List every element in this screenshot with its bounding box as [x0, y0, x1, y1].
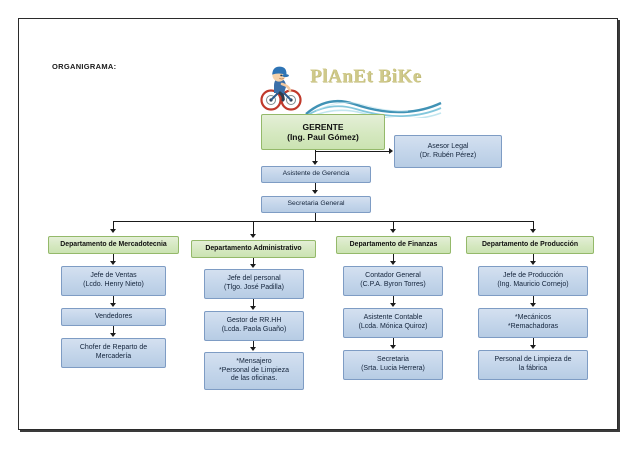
arrow-bus-drop-1: [110, 229, 116, 233]
node-mecanicos-remachadoras[interactable]: *Mecánicos *Remachadoras: [478, 308, 588, 338]
node-line-1: (Lcda. Paola Guaño): [221, 326, 287, 333]
node-line-1: Mercadería: [95, 353, 132, 360]
node-secretaria-general[interactable]: Secretaria General: [261, 196, 371, 213]
node-jefe-del-personal[interactable]: Jefe del personal (Tlgo. José Padilla): [204, 269, 304, 299]
node-gestor-de-rrhh[interactable]: Gestor de RR.HH (Lcda. Paola Guaño): [204, 311, 304, 341]
arrow-dept4-item1-to-item2: [530, 303, 536, 307]
node-jefe-de-ventas[interactable]: Jefe de Ventas (Lcdo. Henry Nieto): [61, 266, 166, 296]
node-vendedores[interactable]: Vendedores: [61, 308, 166, 326]
node-gerente-line-1: (Ing. Paul Gómez): [287, 132, 359, 142]
node-line-0: Jefe del personal: [227, 275, 281, 283]
connector-dept2-item1-to-item2: [253, 299, 254, 307]
cyclist-logo-icon: [260, 66, 302, 111]
connector-bus-drop-4: [533, 221, 534, 230]
node-asesor-legal-line-1: (Dr. Rubén Pérez): [419, 151, 477, 159]
node-secretaria-finanzas[interactable]: Secretaria (Srta. Lucia Herrera): [343, 350, 443, 380]
connector-dept2-to-item1: [253, 258, 254, 265]
node-mensajero-limpieza-oficinas[interactable]: *Mensajero *Personal de Limpieza de las …: [204, 352, 304, 390]
node-secretaria-general-label: Secretaria General: [287, 200, 345, 208]
node-asistente-gerencia[interactable]: Asistente de Gerencia: [261, 166, 371, 183]
arrow-dept2-to-item1: [250, 264, 256, 268]
connector-bus-drop-2: [253, 221, 254, 235]
connector-dept3-item1-to-item2: [393, 296, 394, 304]
arrow-dept1-item1-to-item2: [110, 303, 116, 307]
page-title: ORGANIGRAMA:: [52, 62, 117, 71]
connector-asistente-to-secretaria: [315, 183, 316, 191]
node-line-1: (Srta. Lucia Herrera): [361, 365, 425, 372]
department-header-label: Departamento de Producción: [481, 240, 579, 248]
node-gerente[interactable]: GERENTE (Ing. Paul Gómez): [261, 114, 385, 150]
node-line-1: (Lcda. Mónica Quiroz): [358, 323, 428, 330]
node-asistente-gerencia-label: Asistente de Gerencia: [282, 170, 350, 178]
department-header-produccion[interactable]: Departamento de Producción: [466, 236, 594, 254]
node-line-0: Chofer de Reparto de: [79, 344, 148, 352]
connector-dept4-item2-to-item3: [533, 338, 534, 346]
arrow-asistente-to-secretaria: [312, 190, 318, 194]
connector-gerente-to-asesor: [315, 151, 389, 152]
connector-dept3-to-item1: [393, 254, 394, 262]
arrow-bus-drop-4: [530, 229, 536, 233]
node-contador-general[interactable]: Contador General (C.P.A. Byron Torres): [343, 266, 443, 296]
node-jefe-de-produccion[interactable]: Jefe de Producción (Ing. Mauricio Cornej…: [478, 266, 588, 296]
arrow-dept3-item1-to-item2: [390, 303, 396, 307]
node-line-1: (Lcdo. Henry Nieto): [83, 281, 144, 288]
arrow-gerente-to-asistente: [312, 161, 318, 165]
connector-bus-drop-3: [393, 221, 394, 230]
node-line-1: *Personal de Limpieza: [218, 366, 290, 374]
node-line-0: Secretaria: [377, 356, 409, 364]
arrow-dept2-item1-to-item2: [250, 306, 256, 310]
node-asistente-contable[interactable]: Asistente Contable (Lcda. Mónica Quiroz): [343, 308, 443, 338]
arrow-dept3-item2-to-item3: [390, 345, 396, 349]
connector-dept1-item1-to-item2: [113, 296, 114, 304]
arrow-dept4-to-item1: [530, 261, 536, 265]
node-line-0: Jefe de Producción: [503, 272, 563, 280]
node-line-0: *Mensajero: [236, 358, 272, 366]
connector-bus-drop-1: [113, 221, 114, 230]
arrow-dept1-to-item1: [110, 261, 116, 265]
department-header-finanzas[interactable]: Departamento de Finanzas: [336, 236, 451, 254]
company-logo: PlAnEt BiKe: [258, 64, 443, 118]
node-line-0: Jefe de Ventas: [90, 272, 137, 280]
arrow-bus-drop-3: [390, 229, 396, 233]
node-line-0: *Mecánicos: [514, 314, 552, 322]
node-line-1: (Ing. Mauricio Cornejo): [497, 281, 569, 288]
connector-dept2-item2-to-item3: [253, 341, 254, 348]
arrow-dept2-item2-to-item3: [250, 347, 256, 351]
node-line-1: (Tlgo. José Padilla): [224, 284, 284, 291]
connector-dept4-item1-to-item2: [533, 296, 534, 304]
department-header-administrativo[interactable]: Departamento Administrativo: [191, 240, 316, 258]
node-chofer-de-reparto[interactable]: Chofer de Reparto de Mercadería: [61, 338, 166, 368]
node-gerente-line-0: GERENTE: [302, 121, 344, 132]
connector-dept3-item2-to-item3: [393, 338, 394, 346]
arrow-dept4-item2-to-item3: [530, 345, 536, 349]
node-line-0: Contador General: [365, 272, 421, 280]
node-line-2: de las oficinas.: [230, 375, 278, 383]
node-line-1: *Remachadoras: [507, 323, 559, 330]
node-asesor-legal[interactable]: Asesor Legal (Dr. Rubén Pérez): [394, 135, 502, 168]
arrow-dept1-item2-to-item3: [110, 333, 116, 337]
node-line-0: Vendedores: [94, 312, 133, 320]
department-header-mercadotecnia[interactable]: Departamento de Mercadotecnia: [48, 236, 179, 254]
node-line-0: Personal de Limpieza de: [494, 356, 572, 364]
arrow-bus-drop-2: [250, 234, 256, 238]
department-header-label: Departamento de Finanzas: [349, 240, 438, 248]
node-personal-limpieza-fabrica[interactable]: Personal de Limpieza de la fábrica: [478, 350, 588, 380]
connector-dept4-to-item1: [533, 254, 534, 262]
department-header-label: Departamento Administrativo: [205, 244, 302, 252]
arrow-dept3-to-item1: [390, 261, 396, 265]
connector-department-bus: [113, 221, 533, 222]
node-line-0: Asistente Contable: [363, 314, 423, 322]
node-line-0: Gestor de RR.HH: [226, 317, 282, 325]
department-header-label: Departamento de Mercadotecnia: [60, 240, 167, 248]
connector-gerente-to-asistente: [315, 150, 316, 162]
connector-secretaria-to-bus: [315, 213, 316, 222]
node-line-1: la fábrica: [518, 365, 548, 372]
node-line-1: (C.P.A. Byron Torres): [360, 281, 426, 288]
logo-wordmark: PlAnEt BiKe: [310, 66, 422, 87]
arrow-gerente-to-asesor: [389, 148, 393, 154]
connector-dept1-item2-to-item3: [113, 326, 114, 334]
node-asesor-legal-line-0: Asesor Legal: [427, 142, 469, 150]
connector-dept1-to-item1: [113, 254, 114, 262]
